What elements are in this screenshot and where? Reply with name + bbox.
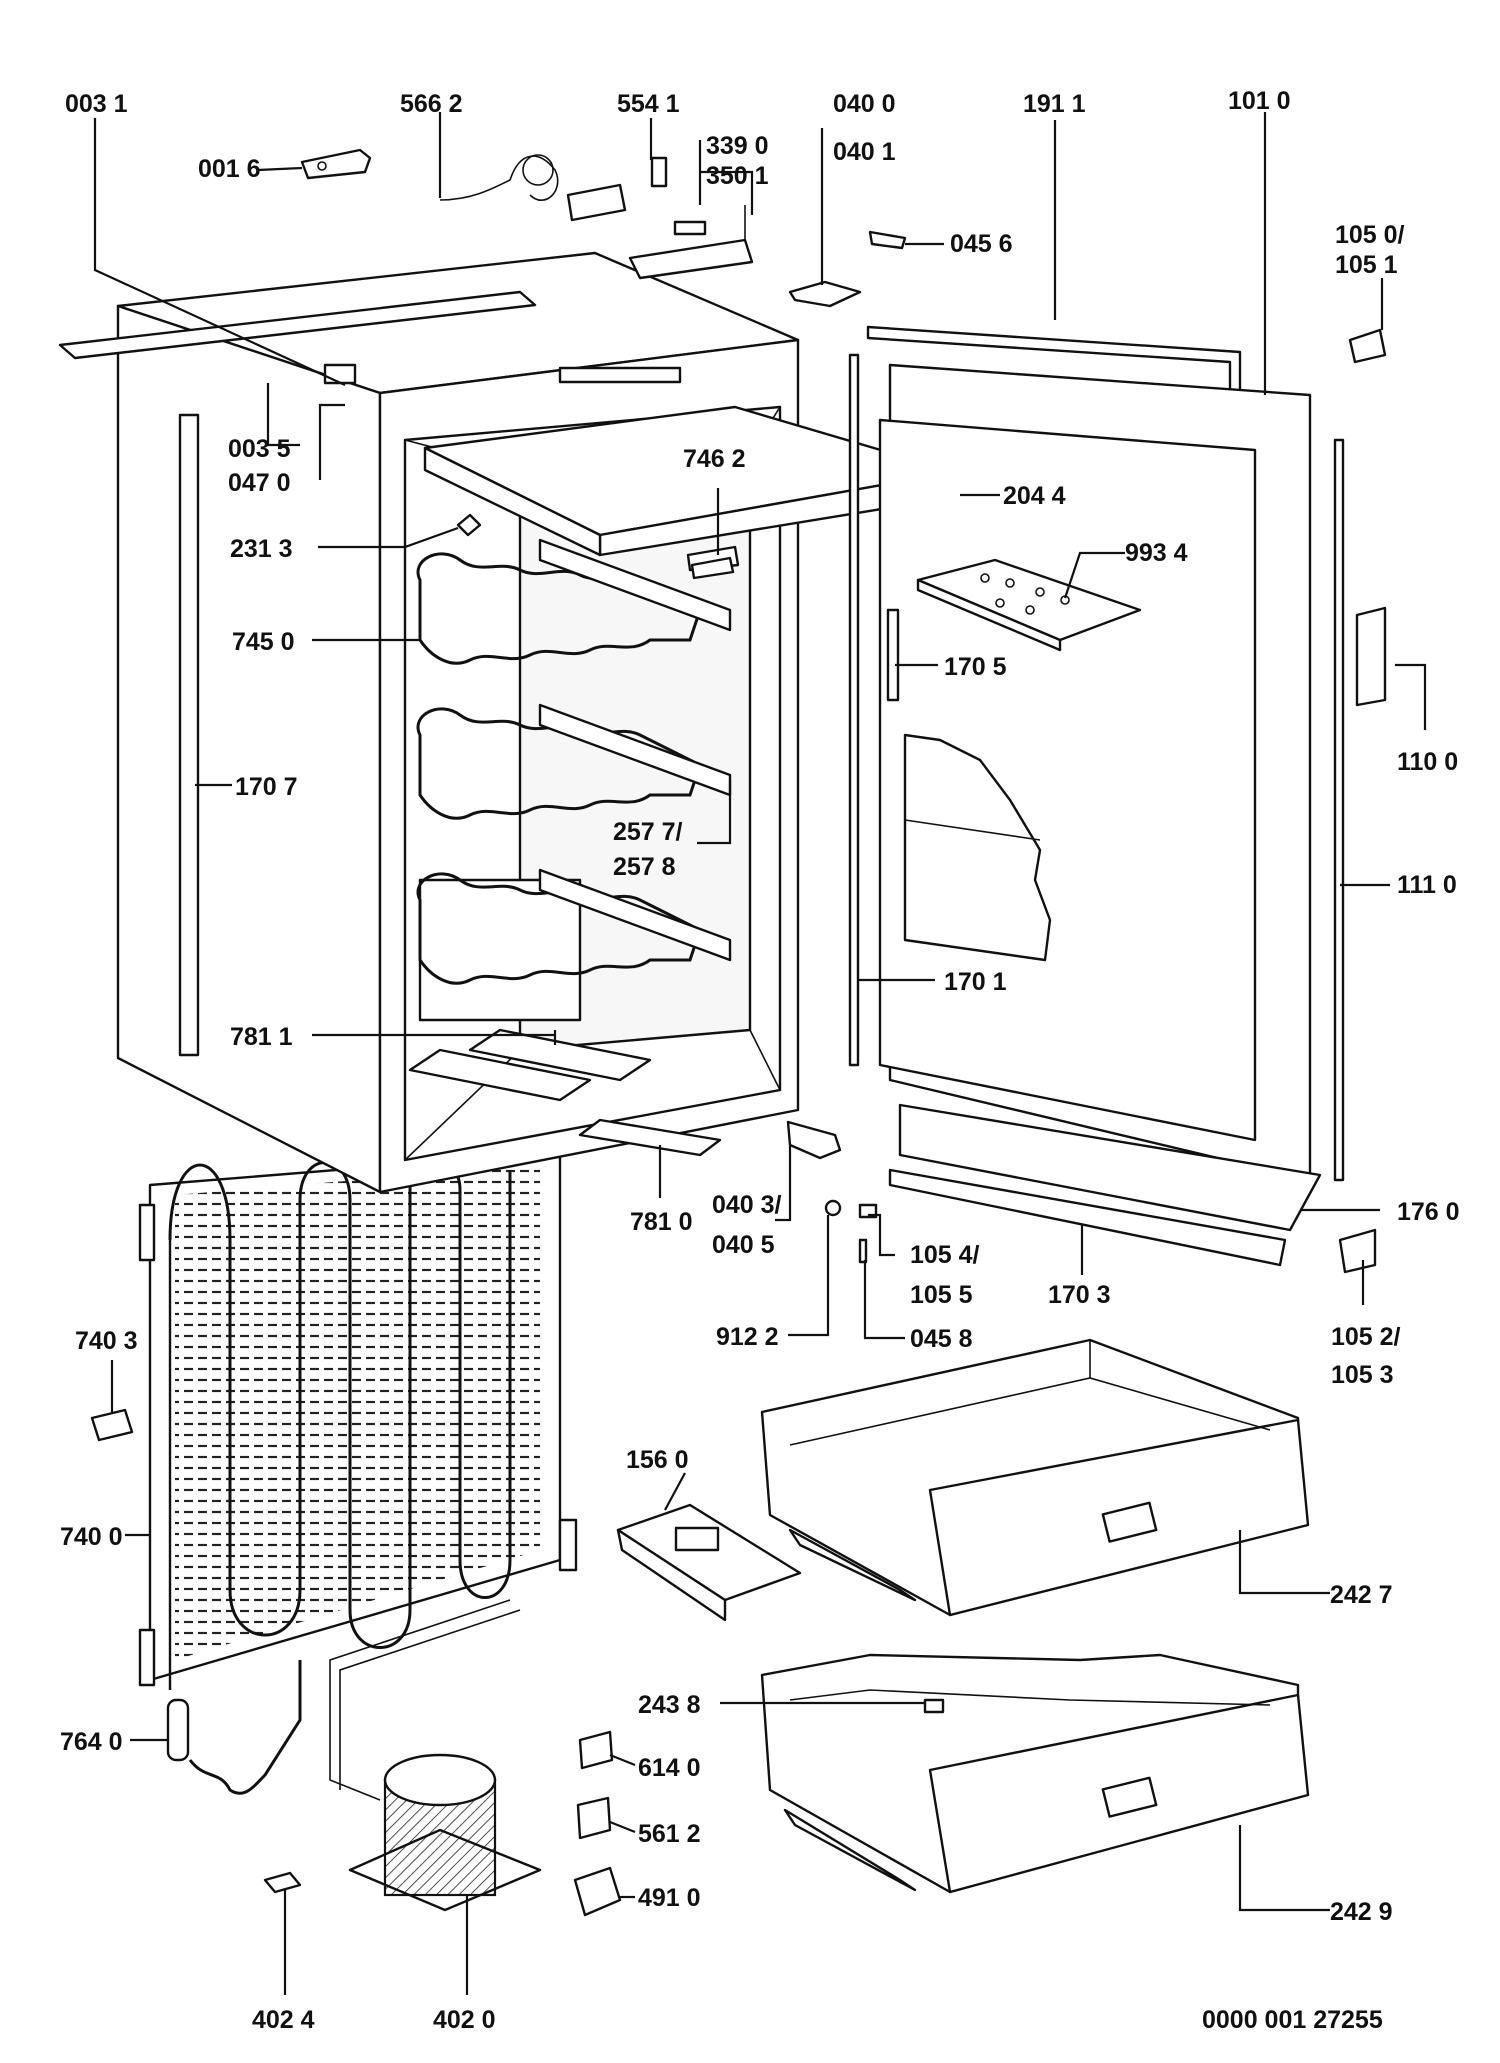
- label-105-2: 105 2/: [1331, 1323, 1401, 1351]
- label-554-1: 554 1: [617, 90, 680, 118]
- label-045-6: 045 6: [950, 230, 1013, 258]
- label-242-9: 242 9: [1330, 1898, 1393, 1926]
- label-040-0: 040 0: [833, 90, 896, 118]
- label-156-0: 156 0: [626, 1446, 689, 1474]
- label-231-3: 231 3: [230, 535, 293, 563]
- label-204-4: 204 4: [1003, 482, 1066, 510]
- label-040-1: 040 1: [833, 138, 896, 166]
- label-257-8: 257 8: [613, 853, 676, 881]
- label-257-7: 257 7/: [613, 818, 683, 846]
- label-003-1: 003 1: [65, 90, 128, 118]
- label-243-8: 243 8: [638, 1691, 701, 1719]
- label-105-1: 105 1: [1335, 251, 1398, 279]
- drawing-number: 0000 001 27255: [1202, 2006, 1383, 2034]
- label-561-2: 561 2: [638, 1820, 701, 1848]
- label-191-1: 191 1: [1023, 90, 1086, 118]
- label-339-0: 339 0: [706, 132, 769, 160]
- part-labels: 003 1 001 6 566 2 554 1 339 0 350 1 040 …: [60, 87, 1460, 2034]
- label-746-2: 746 2: [683, 445, 746, 473]
- condenser-740-0: [138, 1150, 578, 1801]
- label-105-0: 105 0/: [1335, 221, 1405, 249]
- lower-small-parts: [90, 513, 945, 1917]
- label-614-0: 614 0: [638, 1754, 701, 1782]
- label-101-0: 101 0: [1228, 87, 1291, 115]
- label-566-2: 566 2: [400, 90, 463, 118]
- label-740-0: 740 0: [60, 1523, 123, 1551]
- label-105-5: 105 5: [910, 1281, 973, 1309]
- label-402-0: 402 0: [433, 2006, 496, 2034]
- label-170-1: 170 1: [944, 968, 1007, 996]
- label-402-4: 402 4: [252, 2006, 315, 2034]
- label-781-1: 781 1: [230, 1023, 293, 1051]
- crisper-drawer-242-9: [760, 1653, 1310, 1894]
- label-491-0: 491 0: [638, 1884, 701, 1912]
- label-740-3: 740 3: [75, 1327, 138, 1355]
- label-912-2: 912 2: [716, 1323, 779, 1351]
- label-001-6: 001 6: [198, 155, 261, 183]
- label-170-5: 170 5: [944, 653, 1007, 681]
- label-176-0: 176 0: [1397, 1198, 1460, 1226]
- label-242-7: 242 7: [1330, 1581, 1393, 1609]
- label-003-5: 003 5: [228, 435, 291, 463]
- label-040-5: 040 5: [712, 1231, 775, 1259]
- label-170-7: 170 7: [235, 773, 298, 801]
- label-040-3: 040 3/: [712, 1191, 782, 1219]
- label-350-1: 350 1: [706, 162, 769, 190]
- label-047-0: 047 0: [228, 469, 291, 497]
- cabinet: [58, 251, 800, 1194]
- label-045-8: 045 8: [910, 1325, 973, 1353]
- label-170-3: 170 3: [1048, 1281, 1111, 1309]
- label-110-0: 110 0: [1397, 748, 1458, 776]
- crisper-drawer-242-7: [760, 1338, 1310, 1617]
- label-764-0: 764 0: [60, 1728, 123, 1756]
- label-105-4: 105 4/: [910, 1241, 980, 1269]
- label-781-0: 781 0: [630, 1208, 693, 1236]
- label-111-0: 111 0: [1397, 871, 1457, 899]
- door-assembly: [786, 325, 1387, 1274]
- leader-lines: [93, 112, 1427, 1995]
- label-105-3: 105 3: [1331, 1361, 1394, 1389]
- label-993-4: 993 4: [1125, 539, 1188, 567]
- top-small-parts: [300, 148, 907, 308]
- label-745-0: 745 0: [232, 628, 295, 656]
